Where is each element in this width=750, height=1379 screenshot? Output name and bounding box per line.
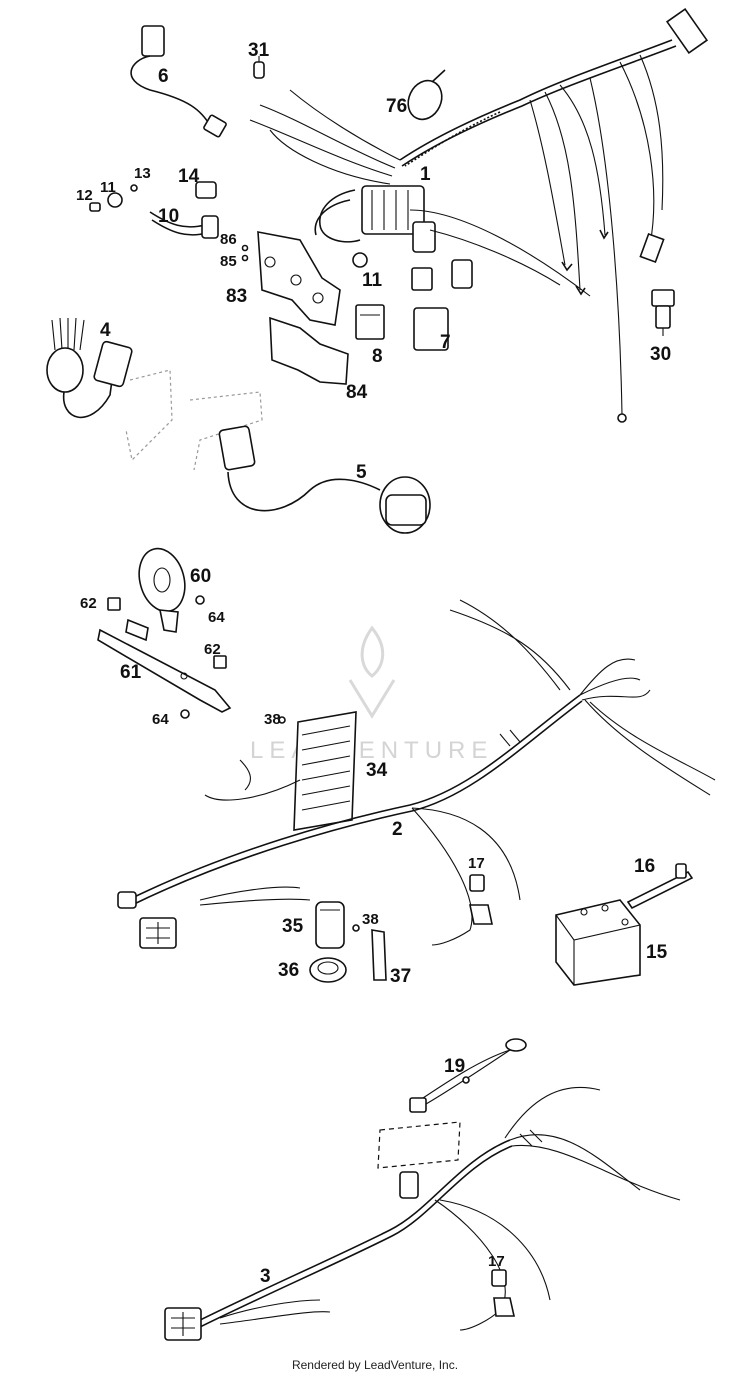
parts-35-38 [309, 901, 387, 983]
callout-labels: 1 2 3 4 5 6 7 8 10 11 11 12 13 14 15 16 … [76, 40, 671, 1287]
part-17-fuse-b [491, 1269, 515, 1317]
part-5-switch [218, 425, 431, 534]
part-34-regulator [204, 711, 357, 831]
callout-7: 7 [440, 332, 451, 353]
callout-13: 13 [134, 165, 151, 182]
callout-86: 86 [220, 231, 237, 248]
callout-31: 31 [248, 40, 270, 61]
callout-5: 5 [356, 462, 367, 483]
part-19-cable [409, 1038, 527, 1113]
callout-38-b: 38 [362, 911, 379, 928]
svg-text:LEADVENTURE: LEADVENTURE [250, 737, 493, 764]
part-6-cable [130, 25, 227, 138]
part-84-plate [269, 316, 349, 385]
watermark: LEADVENTURE [250, 625, 493, 764]
part-30-switch [651, 289, 675, 336]
callout-17-b: 17 [488, 1253, 505, 1270]
callout-11-a: 11 [100, 179, 116, 196]
part-76-cable-tie [407, 69, 446, 121]
part-60-horn [138, 547, 205, 633]
callout-11-b: 11 [362, 270, 383, 291]
callout-3: 3 [260, 1266, 271, 1287]
callout-62-b: 62 [204, 641, 221, 658]
callout-60: 60 [190, 566, 211, 587]
callout-85: 85 [220, 253, 237, 270]
callout-17-a: 17 [468, 855, 485, 872]
callout-6: 6 [158, 66, 169, 87]
footer-credit: Rendered by LeadVenture, Inc. [291, 1358, 459, 1372]
callout-34: 34 [366, 760, 388, 781]
callout-61: 61 [120, 662, 142, 683]
part-16-strap [626, 863, 694, 910]
callout-64-b: 64 [152, 711, 169, 728]
part-83-bracket [257, 231, 341, 326]
callout-12: 12 [76, 187, 93, 204]
callout-30: 30 [650, 344, 671, 365]
callout-35: 35 [282, 916, 304, 937]
harness-2 [117, 599, 716, 949]
callout-8: 8 [372, 346, 383, 367]
parts-7-8 [355, 304, 449, 351]
part-4-switch [46, 317, 263, 471]
callout-10: 10 [158, 206, 179, 227]
callout-36: 36 [278, 960, 299, 981]
part-31-bulb [253, 56, 265, 79]
parts-10-14 [89, 181, 368, 268]
part-17-fuse [469, 874, 493, 925]
harness-3 [164, 1049, 681, 1341]
callout-16: 16 [634, 856, 655, 877]
callout-37: 37 [390, 966, 411, 987]
callout-62-a: 62 [80, 595, 97, 612]
callout-4: 4 [100, 320, 111, 341]
part-61-bracket [97, 597, 232, 719]
callout-84: 84 [346, 382, 368, 403]
callout-76: 76 [386, 96, 407, 117]
callout-64-a: 64 [208, 609, 225, 626]
callout-1: 1 [420, 164, 431, 185]
callout-14: 14 [178, 166, 200, 187]
callout-15: 15 [646, 942, 668, 963]
callout-2: 2 [392, 819, 403, 840]
callout-19: 19 [444, 1056, 465, 1077]
part-15-battery [555, 899, 641, 986]
callout-83: 83 [226, 286, 247, 307]
callout-38-a: 38 [264, 711, 281, 728]
main-harness-1 [249, 8, 709, 423]
